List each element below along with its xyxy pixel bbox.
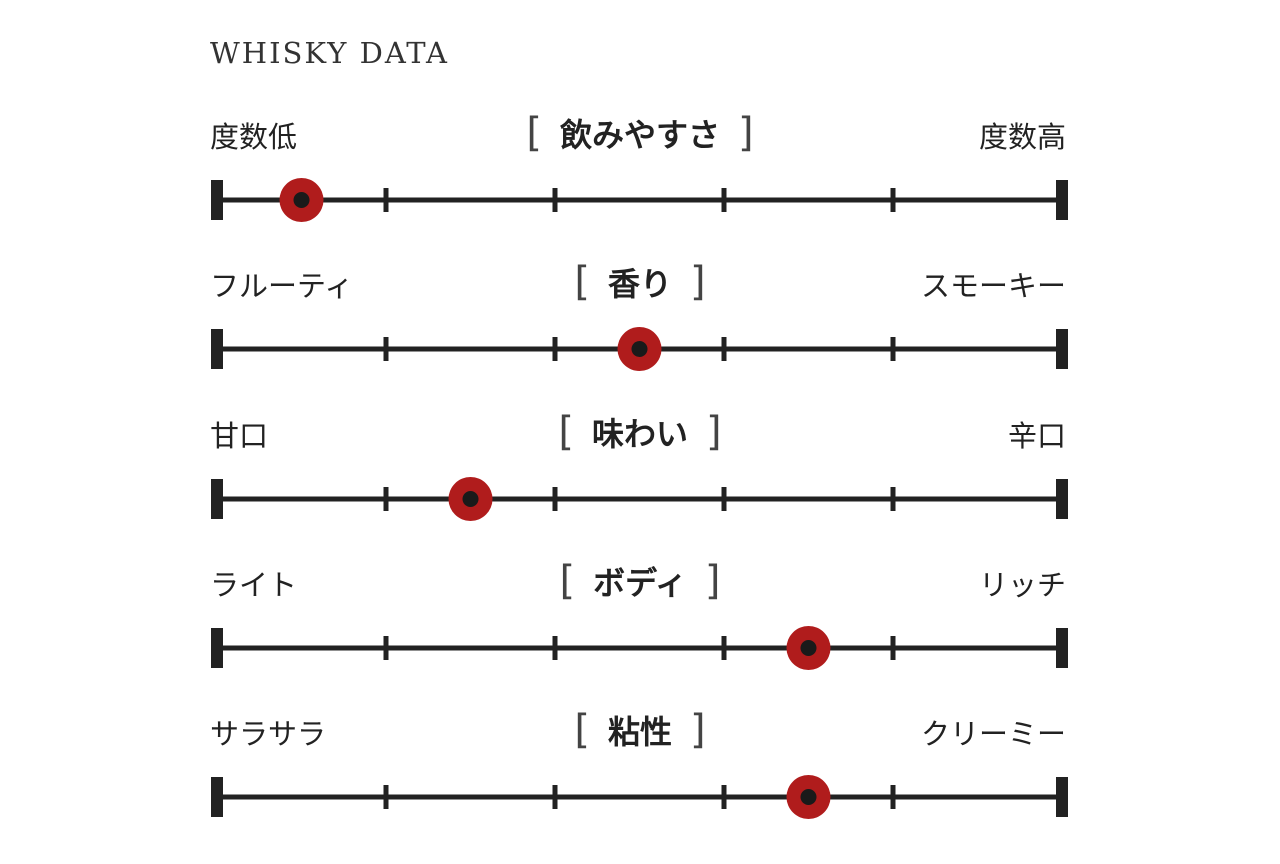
tick-mark xyxy=(383,486,389,511)
end-cap xyxy=(1056,329,1068,370)
tick-mark xyxy=(721,486,727,511)
tick-mark xyxy=(890,188,896,212)
close-bracket: ] xyxy=(738,110,754,156)
right-label: クリーミー xyxy=(920,717,1066,752)
end-cap xyxy=(211,627,223,668)
tick-mark xyxy=(890,635,896,660)
end-cap xyxy=(211,777,223,818)
close-bracket: ] xyxy=(690,707,706,754)
tick-mark xyxy=(383,635,389,660)
value-marker-dot xyxy=(800,639,817,656)
tick-mark xyxy=(890,486,896,511)
end-cap xyxy=(211,180,223,220)
tick-mark xyxy=(552,785,558,810)
left-label: 甘口 xyxy=(210,418,269,453)
right-label: 度数高 xyxy=(978,120,1066,154)
tick-mark xyxy=(552,486,558,511)
left-label: 度数低 xyxy=(210,120,298,154)
end-cap xyxy=(211,478,223,519)
left-label: サラサラ xyxy=(210,717,327,752)
right-label: リッチ xyxy=(978,567,1066,602)
tick-mark xyxy=(383,785,389,810)
tick-mark xyxy=(721,188,727,212)
chart-title: WHISKY DATA xyxy=(210,36,449,70)
tick-mark xyxy=(890,337,896,362)
tick-mark xyxy=(552,635,558,660)
end-cap xyxy=(1056,777,1068,818)
tick-mark xyxy=(383,188,389,212)
tick-mark xyxy=(383,337,389,362)
category-text: 飲みやすさ xyxy=(559,116,720,154)
end-cap xyxy=(1056,478,1068,519)
tick-mark xyxy=(890,785,896,810)
value-marker-dot xyxy=(462,490,479,507)
scale-axis xyxy=(211,625,1068,670)
category-label: [ 味わい] xyxy=(0,408,1280,458)
tick-mark xyxy=(552,188,558,212)
open-bracket: [ xyxy=(574,259,590,306)
open-bracket: [ xyxy=(559,557,576,604)
scale-row: フルーティ スモーキー [ 香り] xyxy=(0,259,1280,416)
end-cap xyxy=(1056,180,1068,220)
value-marker-dot xyxy=(800,789,817,806)
tick-mark xyxy=(721,785,727,810)
category-label: [ 香り] xyxy=(0,258,1280,308)
category-text: 味わい xyxy=(591,414,688,453)
tick-mark xyxy=(721,635,727,660)
tick-mark xyxy=(552,337,558,362)
value-marker-dot xyxy=(293,192,310,208)
category-label: [ ボディ] xyxy=(0,557,1280,607)
close-bracket: ] xyxy=(706,408,722,455)
close-bracket: ] xyxy=(704,557,721,604)
open-bracket: [ xyxy=(558,408,574,455)
scale-axis xyxy=(211,178,1068,222)
category-text: 香り xyxy=(607,265,672,304)
scale-row: ライト リッチ [ ボディ] xyxy=(0,558,1280,715)
scale-row: 度数低 度数高 [ 飲みやすさ] xyxy=(0,110,1280,267)
scale-row: 甘口 辛口 [ 味わい] xyxy=(0,409,1280,566)
left-label: ライト xyxy=(210,567,298,602)
left-label: フルーティ xyxy=(210,269,354,304)
scale-row: サラサラ クリーミー [ 粘性] xyxy=(0,707,1280,864)
scale-axis xyxy=(211,327,1068,372)
end-cap xyxy=(211,329,223,370)
close-bracket: ] xyxy=(690,259,706,306)
open-bracket: [ xyxy=(526,110,542,156)
open-bracket: [ xyxy=(574,707,590,754)
tick-mark xyxy=(721,337,727,362)
category-label: [ 粘性] xyxy=(0,706,1280,756)
end-cap xyxy=(1056,627,1068,668)
scale-axis xyxy=(211,775,1068,820)
category-text: ボディ xyxy=(593,563,687,602)
value-marker-dot xyxy=(631,341,648,358)
right-label: 辛口 xyxy=(1007,418,1066,453)
category-label: [ 飲みやすさ] xyxy=(0,109,1280,159)
category-text: 粘性 xyxy=(607,713,672,752)
scale-axis xyxy=(211,476,1068,521)
right-label: スモーキー xyxy=(920,269,1066,304)
